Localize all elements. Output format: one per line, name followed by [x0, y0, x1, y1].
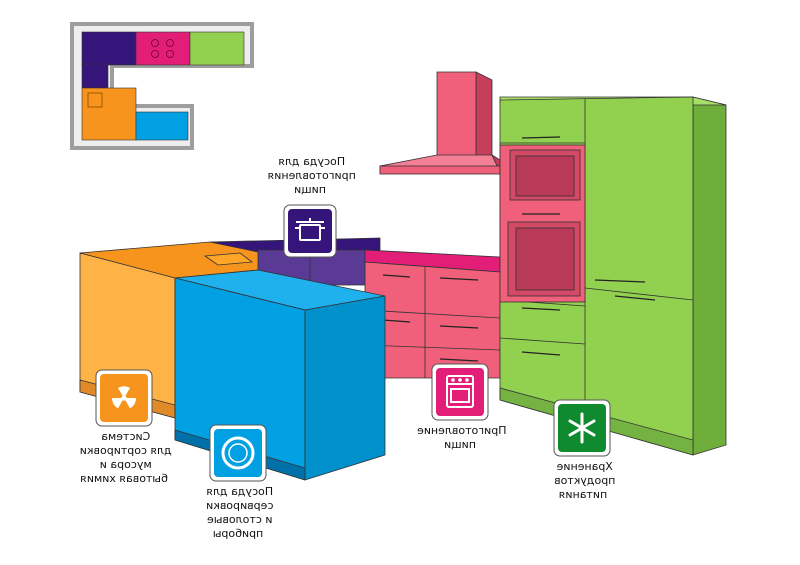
zone-storage: Хранение продуктов питания — [551, 399, 616, 501]
sink-basin — [203, 252, 254, 266]
zone-waste-label: Система для сортировки мусора и бытовая … — [76, 430, 172, 485]
plan-zone-purple — [81, 31, 137, 66]
hood-chimney-front — [436, 71, 477, 161]
zone-cooking: Приготовление пищи — [414, 363, 507, 451]
snowflake-icon — [568, 412, 596, 444]
microwave-window — [515, 155, 575, 197]
plan-zone-magenta — [135, 31, 191, 66]
zone-storage-label: Хранение продуктов питания — [551, 460, 616, 501]
zone-cooking-label: Приготовление пищи — [414, 424, 507, 451]
hood-edge — [379, 165, 501, 175]
recycle-icon — [112, 386, 136, 409]
plan-sink-icon — [87, 92, 103, 108]
plan-zone-blue — [135, 111, 189, 141]
storage-handles — [521, 136, 656, 356]
plan-hob-icon — [151, 39, 174, 58]
stove-icon — [446, 375, 474, 408]
plan-zone-purple-side — [81, 63, 109, 89]
plan-zone-orange — [81, 87, 137, 141]
cooking-handles — [382, 274, 479, 362]
storage-side — [692, 96, 727, 456]
plate-icon — [221, 436, 255, 470]
hood-chimney-side — [475, 71, 493, 161]
storage-tall-units — [499, 96, 727, 456]
zone-tableware: Посуда для сервировки и столовые приборы — [203, 424, 274, 540]
pot-icon — [295, 218, 325, 241]
zone-tableware-label: Посуда для сервировки и столовые приборы — [203, 485, 274, 540]
zone-cookware: Посуда для приготовления пищи — [264, 155, 356, 258]
floor-plan — [70, 22, 254, 150]
oven-window — [515, 227, 575, 291]
plan-zone-green — [189, 31, 245, 66]
island-side — [304, 295, 386, 481]
range-hood — [379, 71, 501, 175]
plate-icon-bg — [214, 429, 262, 477]
zone-waste: Система для сортировки мусора и бытовая … — [76, 369, 172, 485]
pot-icon-bg — [288, 209, 332, 253]
zone-cookware-label: Посуда для приготовления пищи — [264, 155, 356, 196]
tableware-island — [174, 269, 386, 481]
